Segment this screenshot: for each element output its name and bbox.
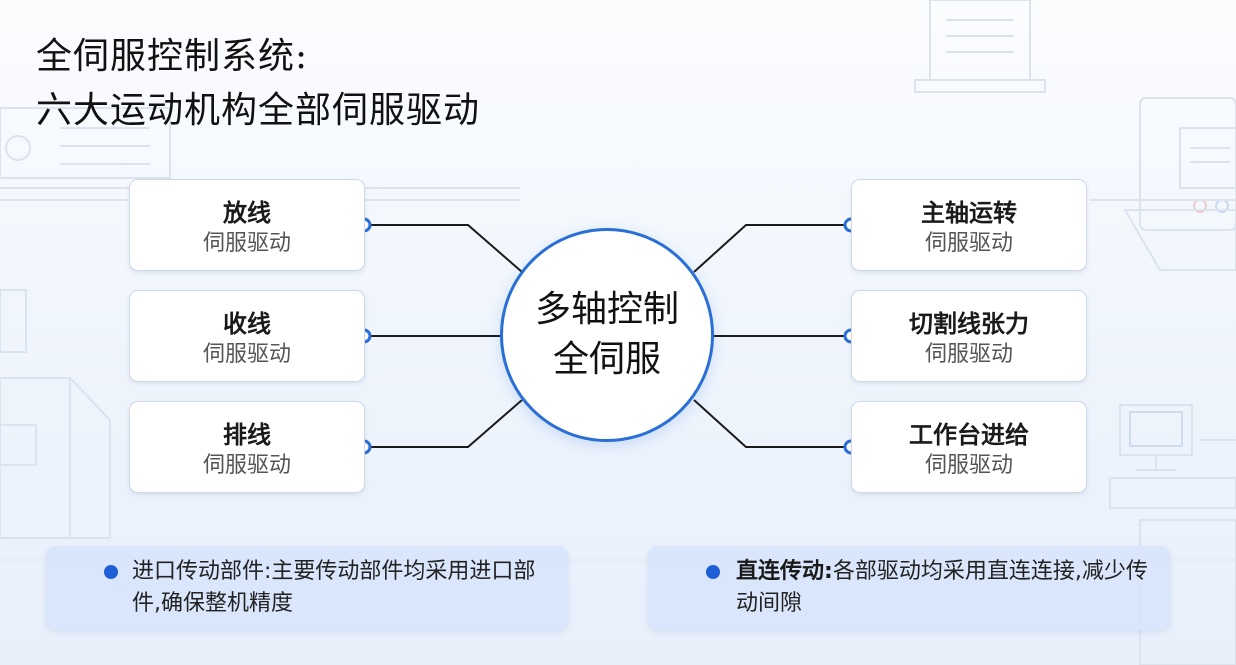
page-title-line-2: 六大运动机构全部伺服驱动	[36, 90, 481, 131]
page-title: 全伺服控制系统: 六大运动机构全部伺服驱动	[36, 30, 480, 138]
callout-direct-drive: 直连传动:各部驱动均采用直连连接,减少传动间隙	[648, 546, 1170, 630]
callout-body: 各部驱动均采用直连连接,减少传动间隙	[736, 559, 1148, 616]
hub-circle: 多轴控制 全伺服	[500, 228, 714, 442]
node-zhuzhou-yunzhuan: 主轴运转 伺服驱动	[851, 179, 1087, 271]
node-fangxian: 放线 伺服驱动	[129, 179, 365, 271]
node-subtitle: 伺服驱动	[202, 231, 291, 256]
node-title: 排线	[223, 421, 271, 449]
connector-line-gongzuotai	[693, 399, 851, 448]
node-paixian: 排线 伺服驱动	[129, 401, 365, 493]
node-title: 切割线张力	[909, 310, 1029, 338]
node-subtitle: 伺服驱动	[924, 231, 1013, 256]
node-gongzuotai-jingei: 工作台进给 伺服驱动	[851, 401, 1087, 493]
bullet-dot-icon	[104, 565, 118, 579]
hub-label-line-2: 全伺服	[552, 339, 661, 380]
node-subtitle: 伺服驱动	[202, 453, 291, 478]
connector-line-zhuzhou	[693, 224, 851, 273]
node-subtitle: 伺服驱动	[202, 342, 291, 367]
connector-line-paixian	[364, 399, 523, 448]
bullet-dot-icon	[706, 565, 720, 579]
node-title: 工作台进给	[909, 421, 1029, 449]
node-title: 放线	[223, 199, 271, 227]
callout-imported-parts: 进口传动部件:主要传动部件均采用进口部件,确保整机精度	[46, 546, 568, 630]
hub-label-line-1: 多轴控制	[534, 289, 679, 330]
page-title-line-1: 全伺服控制系统:	[36, 36, 309, 77]
hub-label: 多轴控制 全伺服	[517, 285, 697, 385]
node-qiegexian-zhangli: 切割线张力 伺服驱动	[851, 290, 1087, 382]
node-title: 主轴运转	[921, 199, 1017, 227]
callout-text: 进口传动部件:主要传动部件均采用进口部件,确保整机精度	[132, 559, 536, 616]
node-shouxian: 收线 伺服驱动	[129, 290, 365, 382]
node-subtitle: 伺服驱动	[924, 342, 1013, 367]
callout-heading: 直连传动	[736, 559, 825, 584]
node-title: 收线	[223, 310, 271, 338]
callout-text: 直连传动:各部驱动均采用直连连接,减少传动间隙	[736, 556, 1156, 620]
node-subtitle: 伺服驱动	[924, 453, 1013, 478]
callout-separator: :	[824, 559, 833, 584]
connector-line-fangxian	[364, 224, 523, 273]
